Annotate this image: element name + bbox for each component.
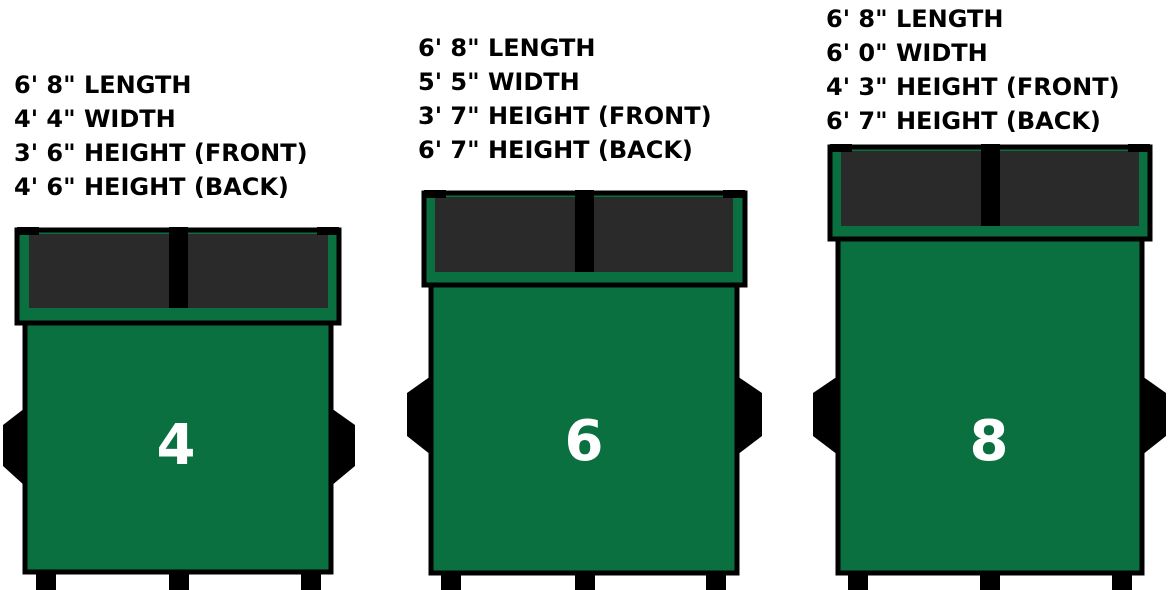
left-side-bracket <box>3 408 25 486</box>
spec-height-back: 6' 7" HEIGHT (BACK) <box>418 136 693 164</box>
lid-divider <box>981 144 1000 226</box>
dumpster-8: 8 <box>813 144 1166 590</box>
spec-length: 6' 8" LENGTH <box>418 34 596 62</box>
spec-height-front: 4' 3" HEIGHT (FRONT) <box>826 73 1120 101</box>
lid-divider <box>169 227 188 308</box>
foot-left <box>36 570 56 590</box>
lid-hinge-right <box>723 190 745 198</box>
size-label: 6 <box>565 409 604 474</box>
lid-divider <box>575 190 594 272</box>
spec-width: 5' 5" WIDTH <box>418 68 580 96</box>
spec-height-front: 3' 7" HEIGHT (FRONT) <box>418 102 712 130</box>
foot-center <box>169 570 189 590</box>
lid-hinge-right <box>1128 144 1150 152</box>
spec-height-front: 3' 6" HEIGHT (FRONT) <box>14 139 308 167</box>
spec-width: 4' 4" WIDTH <box>14 105 176 133</box>
size-label: 8 <box>970 409 1009 474</box>
spec-length: 6' 8" LENGTH <box>14 71 192 99</box>
right-side-bracket <box>737 376 762 455</box>
lid-hinge-left <box>17 227 39 235</box>
left-side-bracket <box>813 376 838 455</box>
lid-hinge-left <box>830 144 852 152</box>
lid-hinge-left <box>424 190 446 198</box>
left-side-bracket <box>407 376 431 455</box>
dumpster-6: 6 <box>407 190 762 590</box>
dumpster-body <box>428 282 740 576</box>
dumpster-8-specs: 6' 8" LENGTH 6' 0" WIDTH 4' 3" HEIGHT (F… <box>826 2 1120 138</box>
foot-right <box>301 570 321 590</box>
spec-width: 6' 0" WIDTH <box>826 39 988 67</box>
spec-length: 6' 8" LENGTH <box>826 5 1004 33</box>
spec-height-back: 6' 7" HEIGHT (BACK) <box>826 107 1101 135</box>
lid-hinge-right <box>317 227 339 235</box>
dumpster-4-specs: 6' 8" LENGTH 4' 4" WIDTH 3' 6" HEIGHT (F… <box>14 68 308 204</box>
dumpster-6-specs: 6' 8" LENGTH 5' 5" WIDTH 3' 7" HEIGHT (F… <box>418 31 712 167</box>
right-side-bracket <box>1142 376 1166 455</box>
spec-height-back: 4' 6" HEIGHT (BACK) <box>14 173 289 201</box>
size-label: 4 <box>157 413 196 478</box>
right-side-bracket <box>331 408 355 486</box>
dumpster-body <box>835 235 1145 576</box>
dumpster-4: 4 <box>3 227 355 590</box>
